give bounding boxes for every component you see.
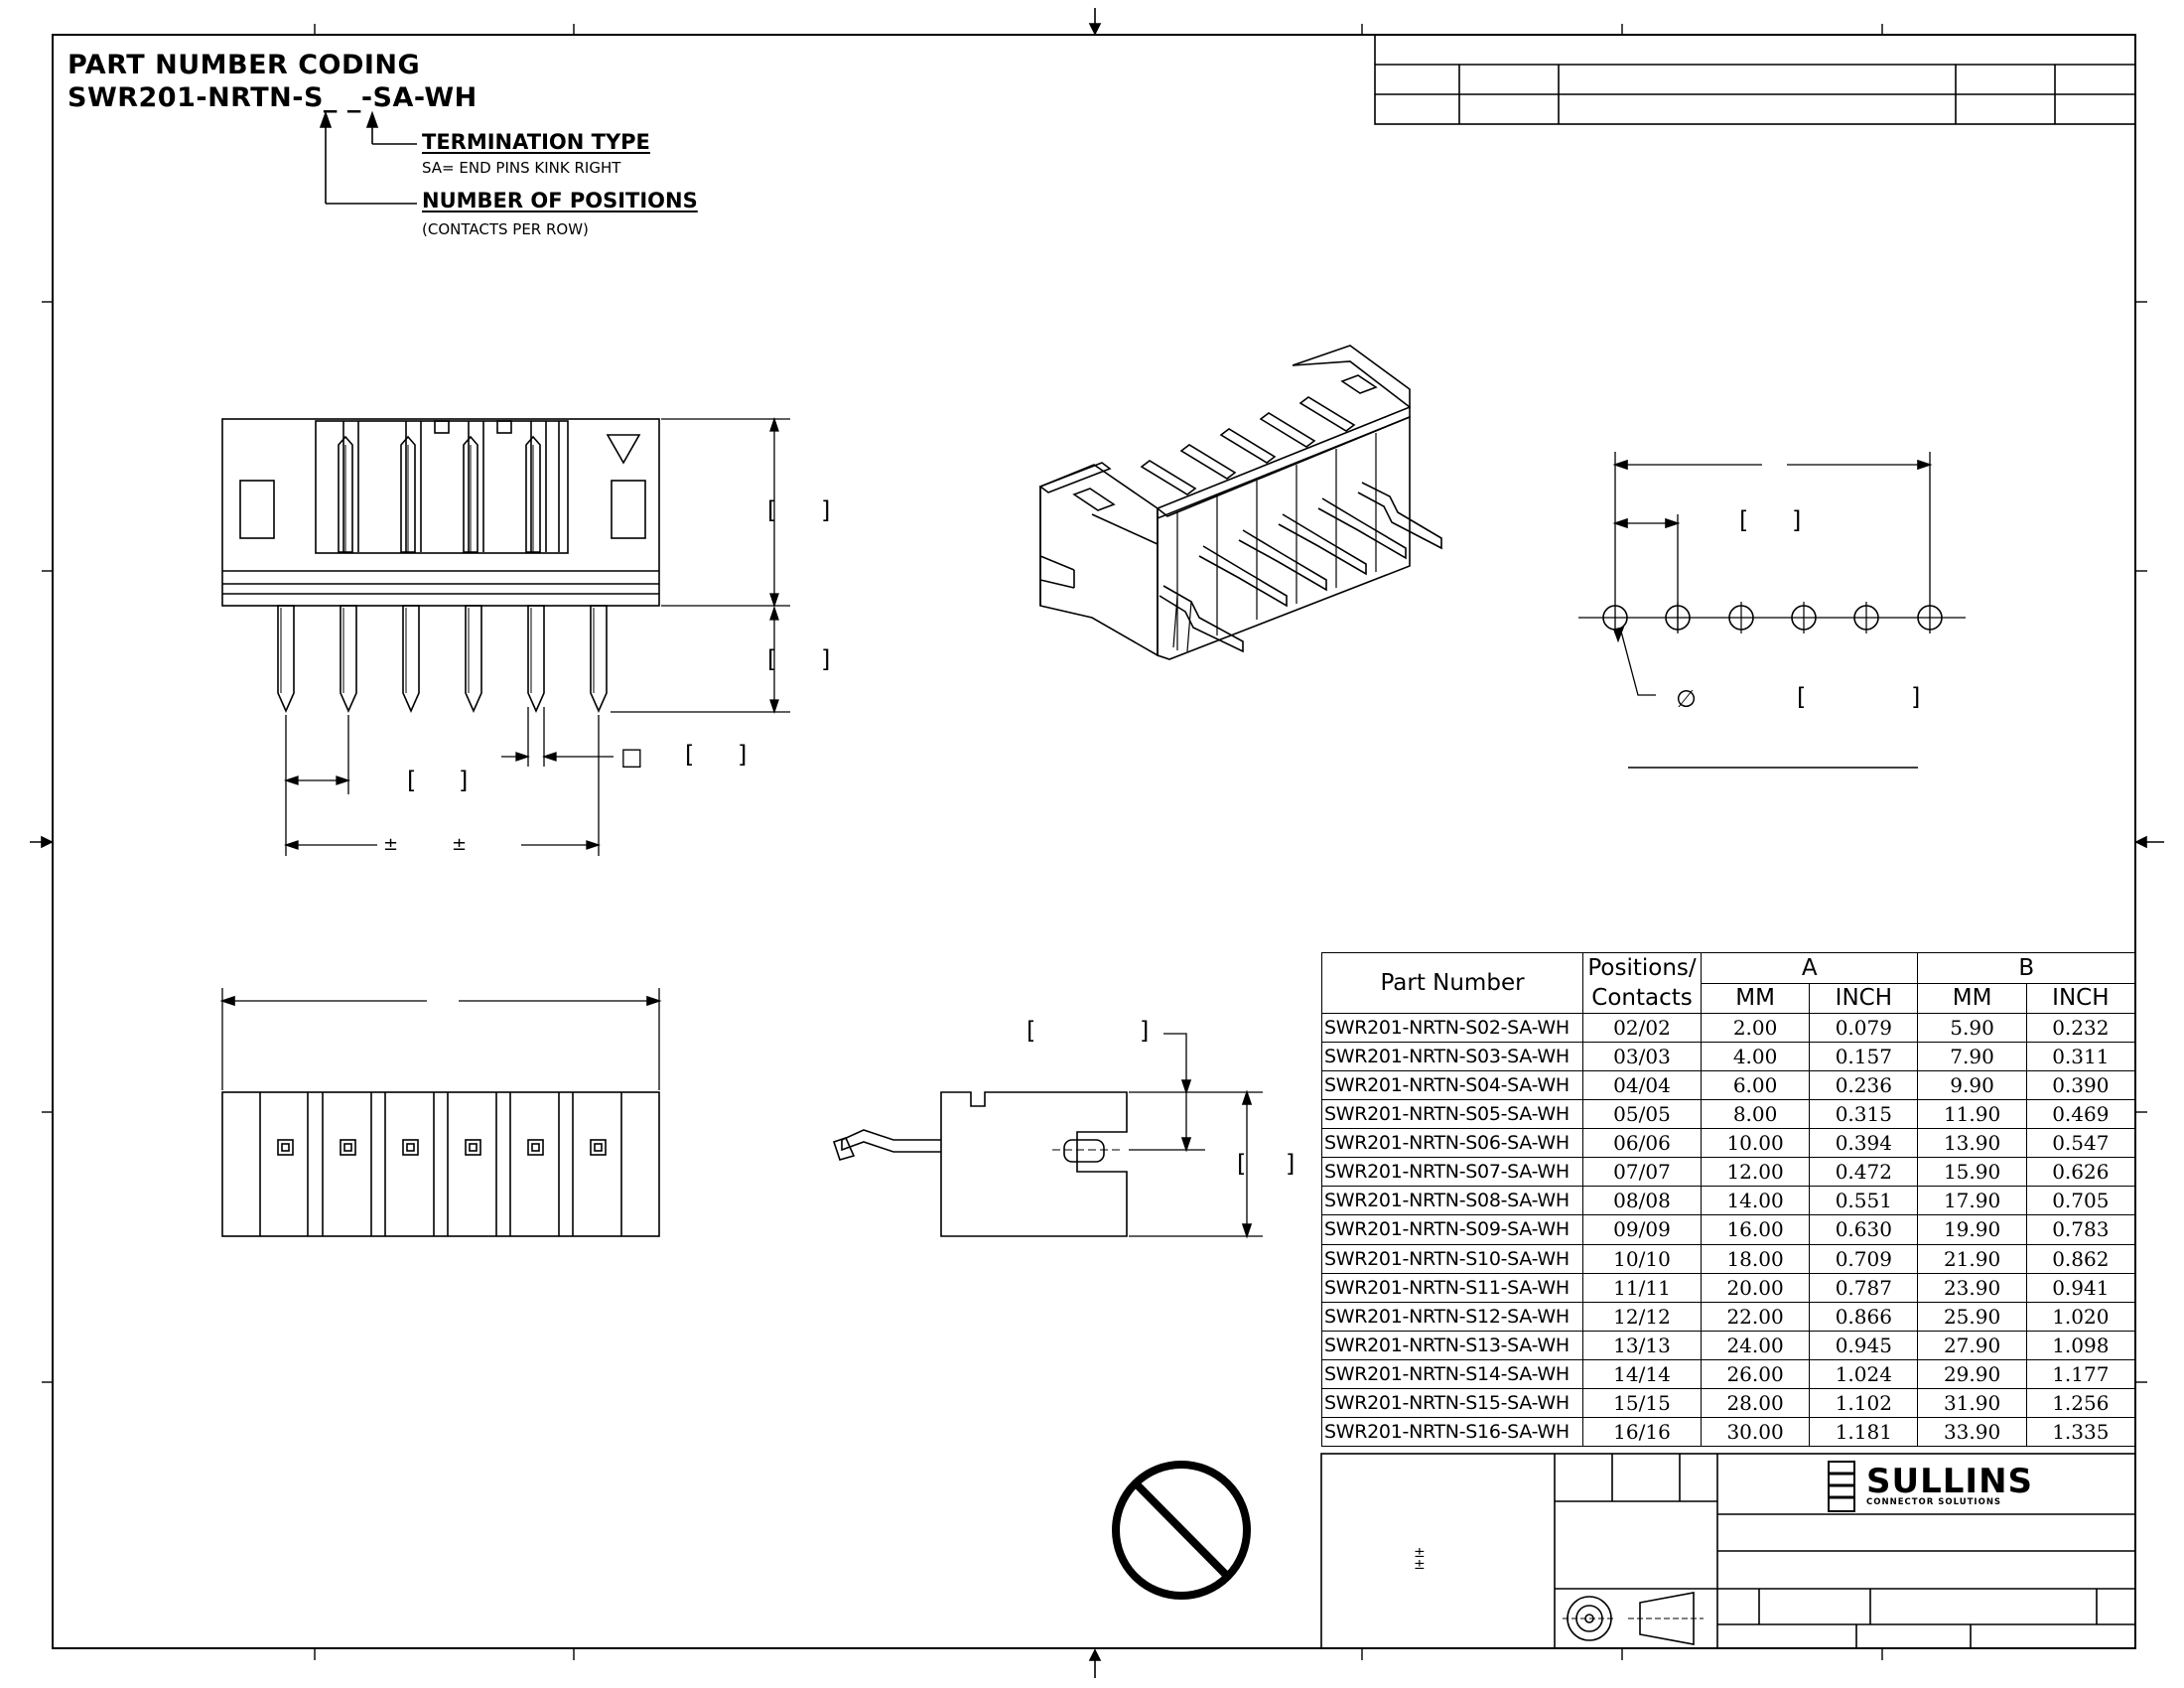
dim-bracket-open: [ [685,741,695,769]
dim-bracket-close: ] [738,741,748,769]
header-dimension-a: A [1700,952,1919,984]
dim-bracket-close: ] [1792,506,1802,534]
termination-type-note: SA= END PINS KINK RIGHT [422,159,621,177]
centering-arrow-top [1088,8,1102,36]
logo-tagline: CONNECTOR SOLUTIONS [1866,1497,2002,1507]
logo-name: SULLINS [1866,1462,2034,1501]
dim-plus-minus: ± [383,834,399,855]
header-b-mm: MM [1917,982,2027,1014]
dim-bracket-open: [ [1237,1150,1247,1178]
title-block [1320,1453,2136,1649]
bottom-view [219,988,662,1237]
coding-title: PART NUMBER CODING [68,50,421,80]
isometric-bottom-pins [1159,482,1442,653]
tolerance-plus-minus: ± [1414,1545,1426,1561]
side-view [832,1033,1263,1239]
centering-arrow-left [30,835,54,849]
isometric-view [1038,345,1442,660]
coding-leaders [319,110,417,205]
front-view-lower-pins [277,605,608,713]
front-view-upper-pins [338,420,560,553]
zone-ticks [42,24,2147,1660]
dim-bracket-open: [ [407,767,417,794]
dim-bracket-open: [ [1026,1017,1036,1045]
positions-note: (CONTACTS PER ROW) [422,220,589,238]
dim-bracket-open: [ [1797,683,1807,711]
header-part-number: Part Number [1321,952,1583,1014]
dim-bracket-open: [ [767,496,777,524]
dim-plus-minus: ± [452,834,468,855]
termination-type-heading: TERMINATION TYPE [422,130,650,154]
dim-bracket-close: ] [1140,1017,1150,1045]
header-b-inch: INCH [2025,982,2136,1014]
dim-bracket-close: ] [459,767,469,794]
centering-arrow-bottom [1088,1648,1102,1678]
header-a-inch: INCH [1809,982,1919,1014]
header-dimension-b: B [1917,952,2135,984]
coding-pattern: SWR201-NRTN-S_ _-SA-WH [68,82,478,113]
positions-heading: NUMBER OF POSITIONS [422,189,698,212]
header-a-mm: MM [1700,982,1811,1014]
isometric-top-pins [1140,396,1356,495]
prohibition-symbol [1112,1461,1251,1600]
dim-bracket-close: ] [1286,1150,1296,1178]
projection-symbol [1563,1592,1704,1645]
dim-bracket-close: ] [821,645,831,673]
header-positions: Positions/ [1582,952,1702,983]
front-view [221,416,790,856]
dim-bracket-close: ] [1911,683,1921,711]
bottom-view-pads [277,1139,607,1156]
dim-square-symbol: □ [620,743,643,771]
tolerance-plus-minus: ± [1414,1557,1426,1573]
dim-bracket-open: [ [767,645,777,673]
part-number-table: Part Number Positions/ A B Contacts MM I… [1321,952,2136,1448]
header-contacts: Contacts [1582,983,1702,1014]
drawing-border [52,34,2136,1649]
sullins-logo-icon [1828,1461,1855,1512]
dim-bracket-close: ] [821,496,831,524]
dim-phi-symbol: ∅ [1676,685,1697,713]
revision-block [1374,34,2136,125]
sullins-logo: SULLINS CONNECTOR SOLUTIONS [1866,1462,2033,1507]
pcb-layout [1578,452,1966,769]
centering-arrow-right [2134,835,2164,849]
dim-bracket-open: [ [1739,506,1749,534]
front-view-dimensions [283,416,790,856]
